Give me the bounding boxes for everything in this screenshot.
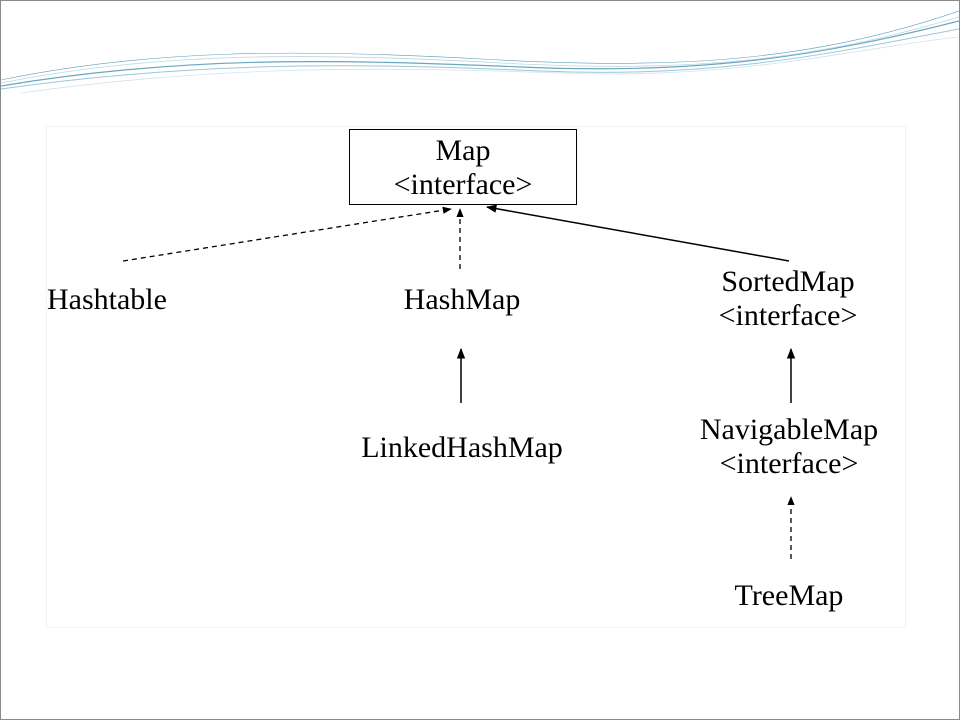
edge-hashtable-to-map	[122, 206, 452, 262]
node-navigablemap-stereotype: <interface>	[719, 447, 859, 480]
node-hashmap-name: HashMap	[403, 283, 521, 316]
node-sortedmap: SortedMap <interface>	[683, 265, 893, 333]
class-hierarchy-diagram: Map <interface> Hashtable HashMap Sorted…	[47, 127, 905, 627]
node-treemap: TreeMap	[719, 579, 859, 613]
node-map: Map <interface>	[349, 129, 577, 205]
node-hashtable: Hashtable	[47, 283, 207, 317]
node-hashmap: HashMap	[377, 283, 547, 317]
node-linkedhashmap: LinkedHashMap	[337, 431, 587, 465]
edge-sortedmap-to-map	[485, 204, 790, 262]
wave-line	[1, 20, 959, 87]
node-navigablemap-name: NavigableMap	[699, 413, 879, 446]
node-sortedmap-stereotype: <interface>	[718, 299, 858, 332]
node-treemap-name: TreeMap	[734, 579, 844, 612]
node-sortedmap-name: SortedMap	[721, 265, 855, 298]
wave-line	[20, 36, 959, 94]
node-map-name: Map	[435, 134, 491, 167]
wave-line	[1, 16, 959, 84]
wave-line	[1, 10, 959, 81]
node-map-stereotype: <interface>	[393, 168, 533, 201]
node-linkedhashmap-name: LinkedHashMap	[361, 431, 563, 464]
node-navigablemap: NavigableMap <interface>	[679, 413, 899, 481]
diagram-connectors	[122, 204, 796, 559]
node-hashtable-name: Hashtable	[47, 283, 167, 316]
decorative-wave-header	[1, 10, 959, 94]
wave-line	[1, 28, 959, 90]
